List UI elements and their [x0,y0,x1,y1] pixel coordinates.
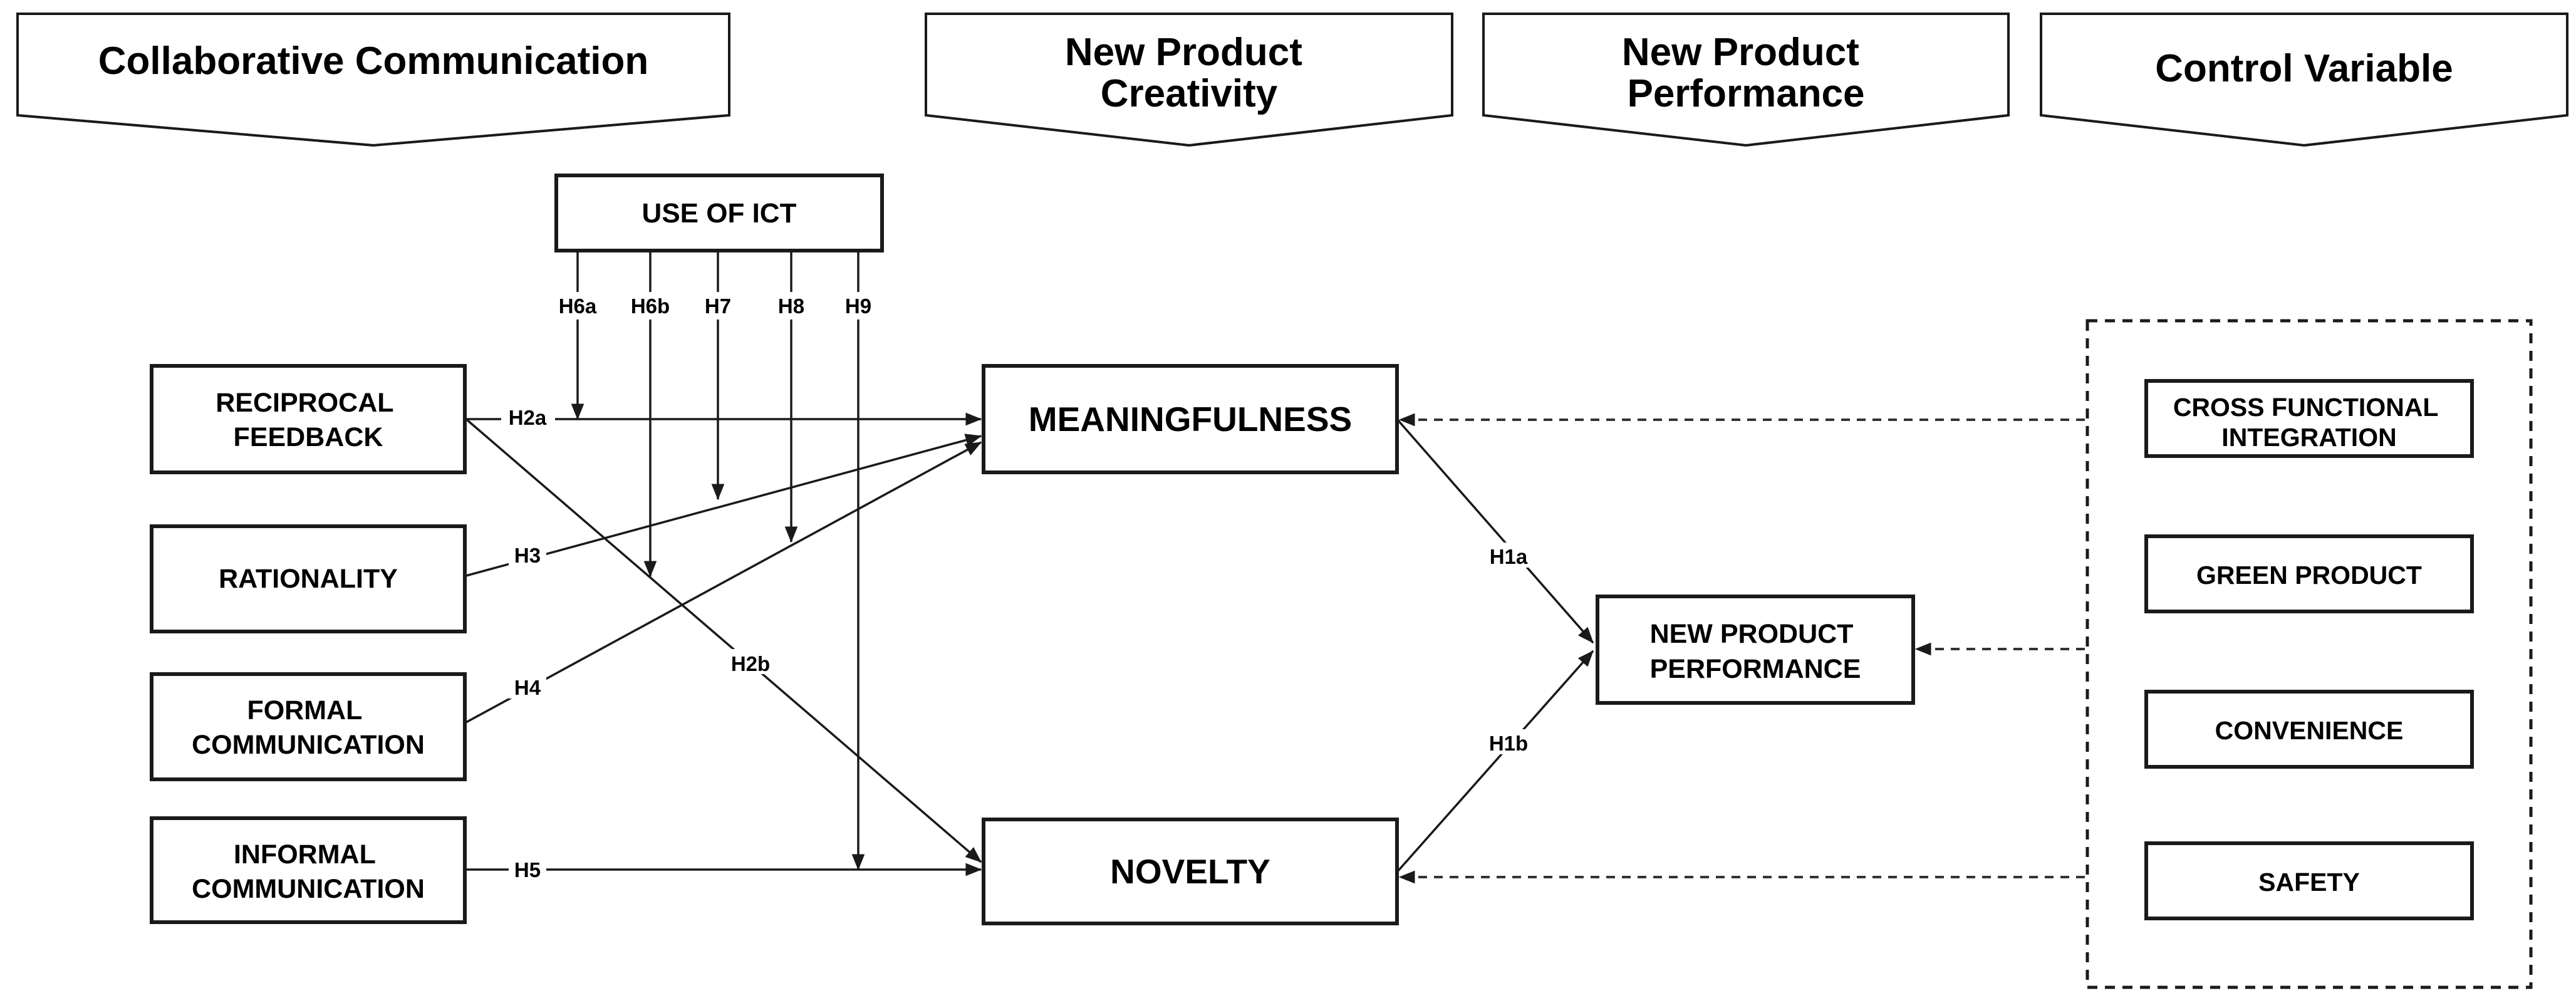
label-h5: H5 [514,858,541,881]
label-h2a: H2a [509,406,547,429]
edges [465,251,2085,884]
edge-h4 [465,441,982,724]
label-h1a: H1a [1490,545,1528,568]
header-new-product-performance: New Product Performance [1482,13,2010,147]
header-new-product-creativity: New Product Creativity [925,13,1453,147]
node-label: INFORMAL COMMUNICATION [192,839,425,904]
hypothesis-labels: H2a H2b H3 H4 H5 H6a H6b H7 H8 H9 H1a H1… [501,292,1534,881]
node-label: GREEN PRODUCT [2196,561,2422,590]
node-label: CROSS FUNCTIONAL INTEGRATION [2173,393,2445,452]
header-label: Collaborative Communication [98,39,648,83]
node-formal-communication: FORMAL COMMUNICATION [150,672,467,781]
node-label: NOVELTY [1110,852,1270,891]
edge-h2b [465,418,982,863]
header-collaborative-communication: Collaborative Communication [16,13,730,147]
label-h1b: H1b [1489,732,1528,755]
label-h7: H7 [705,294,731,318]
node-reciprocal-feedback: RECIPROCAL FEEDBACK [150,364,467,474]
label-h6b: H6b [631,294,670,318]
node-label: SAFETY [2258,868,2360,896]
label-h3: H3 [514,544,541,567]
node-convenience: CONVENIENCE [2144,690,2474,769]
node-rationality: RATIONALITY [150,524,467,633]
node-meaningfulness: MEANINGFULNESS [982,364,1399,474]
header-control-variable: Control Variable [2040,13,2568,147]
node-label: FORMAL COMMUNICATION [192,695,425,760]
label-h4: H4 [514,676,541,699]
label-h8: H8 [778,294,804,318]
node-label: CONVENIENCE [2215,716,2404,745]
header-label: New Product Performance [1622,31,1870,115]
label-h2b: H2b [731,652,770,675]
node-label: RATIONALITY [219,564,398,594]
node-cross-functional-integration: CROSS FUNCTIONAL INTEGRATION [2144,379,2474,458]
edge-h1a [1396,418,1594,644]
node-informal-communication: INFORMAL COMMUNICATION [150,816,467,924]
header-label: Control Variable [2155,47,2453,90]
header-label: New Product Creativity [1065,31,1313,115]
label-h9: H9 [845,294,871,318]
node-label: NEW PRODUCT PERFORMANCE [1650,619,1861,684]
edge-h3 [465,434,982,577]
label-h6a: H6a [559,294,597,318]
node-safety: SAFETY [2144,841,2474,920]
edge-h1b [1396,650,1594,873]
node-novelty: NOVELTY [982,818,1399,925]
control-variables-group [2085,319,2533,989]
node-label: USE OF ICT [642,198,797,229]
node-label: RECIPROCAL FEEDBACK [216,388,400,452]
node-green-product: GREEN PRODUCT [2144,534,2474,613]
node-use-of-ict: USE OF ICT [554,174,884,252]
node-new-product-performance: NEW PRODUCT PERFORMANCE [1596,595,1915,705]
node-label: MEANINGFULNESS [1029,400,1352,439]
